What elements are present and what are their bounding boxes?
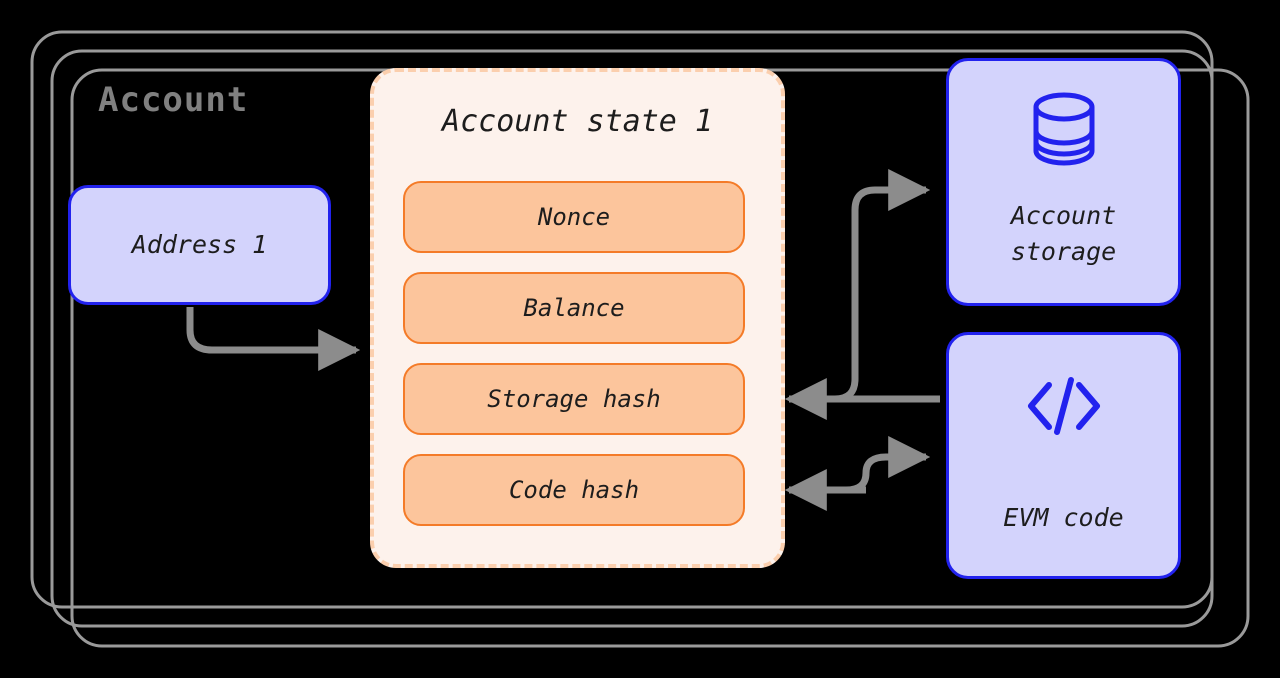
account-storage-label-line2: storage bbox=[1010, 237, 1117, 267]
database-icon bbox=[1031, 91, 1097, 174]
evm-code-node-label: EVM code bbox=[1003, 503, 1124, 532]
account-storage-node-label: Account storage bbox=[1011, 198, 1116, 271]
address-node[interactable]: Address 1 bbox=[68, 185, 331, 305]
field-code-hash[interactable]: Code hash bbox=[403, 454, 745, 526]
address-node-label: Address 1 bbox=[131, 229, 268, 259]
connector-address-to-state bbox=[186, 307, 361, 371]
account-storage-node[interactable]: Account storage bbox=[946, 58, 1181, 306]
field-nonce[interactable]: Nonce bbox=[403, 181, 745, 253]
field-balance[interactable]: Balance bbox=[403, 272, 745, 344]
account-group-title: Account bbox=[98, 80, 249, 120]
account-stack-outline-1 bbox=[30, 30, 1214, 609]
code-brackets-icon bbox=[1025, 375, 1103, 444]
account-state-title: Account state 1 bbox=[442, 104, 713, 139]
account-storage-label-line1: Account bbox=[1010, 201, 1117, 230]
evm-code-node[interactable]: EVM code bbox=[946, 332, 1181, 579]
field-storage-hash[interactable]: Storage hash bbox=[403, 363, 745, 435]
